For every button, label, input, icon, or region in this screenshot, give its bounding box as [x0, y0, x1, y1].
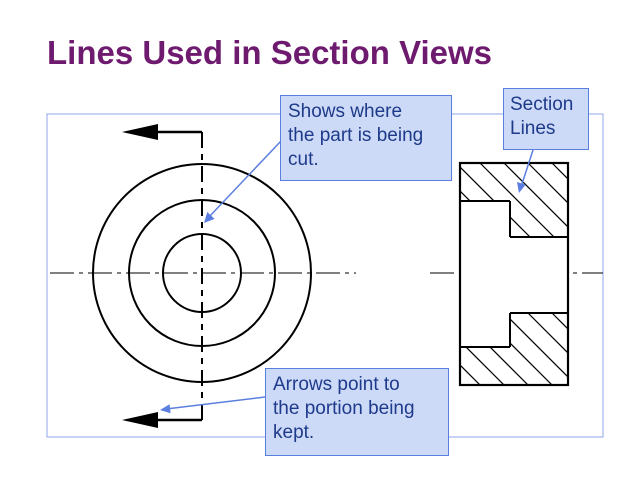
front-view	[50, 132, 356, 420]
top-arrow-head	[122, 124, 158, 140]
section-lines-pointer-head	[517, 182, 526, 193]
slide-title: Lines Used in Section Views	[47, 34, 493, 71]
bore-void	[460, 237, 568, 313]
cutting-plane-pointer-head	[204, 212, 215, 223]
arrows-callout-text: Arrows point to the portion being kept.	[273, 374, 415, 443]
cutting-plane-arrows	[122, 124, 202, 428]
section-view	[430, 161, 603, 387]
cutting-plane-pointer	[207, 139, 283, 219]
section-outline	[458, 161, 570, 387]
section-lines-callout: Section Lines	[503, 88, 589, 150]
section-lines-pointer	[520, 149, 534, 188]
section-lines-callout-text: Section Lines	[510, 94, 574, 139]
bottom-arrow-head	[122, 412, 158, 428]
callout-pointers	[160, 139, 534, 414]
arrows-pointer	[165, 396, 266, 410]
cutting-plane-callout: Shows where the part is being cut.	[280, 95, 452, 181]
cutting-plane-callout-text: Shows where the part is being cut.	[288, 101, 424, 170]
arrows-pointer-head	[160, 404, 171, 414]
arrows-callout: Arrows point to the portion being kept.	[265, 368, 449, 456]
